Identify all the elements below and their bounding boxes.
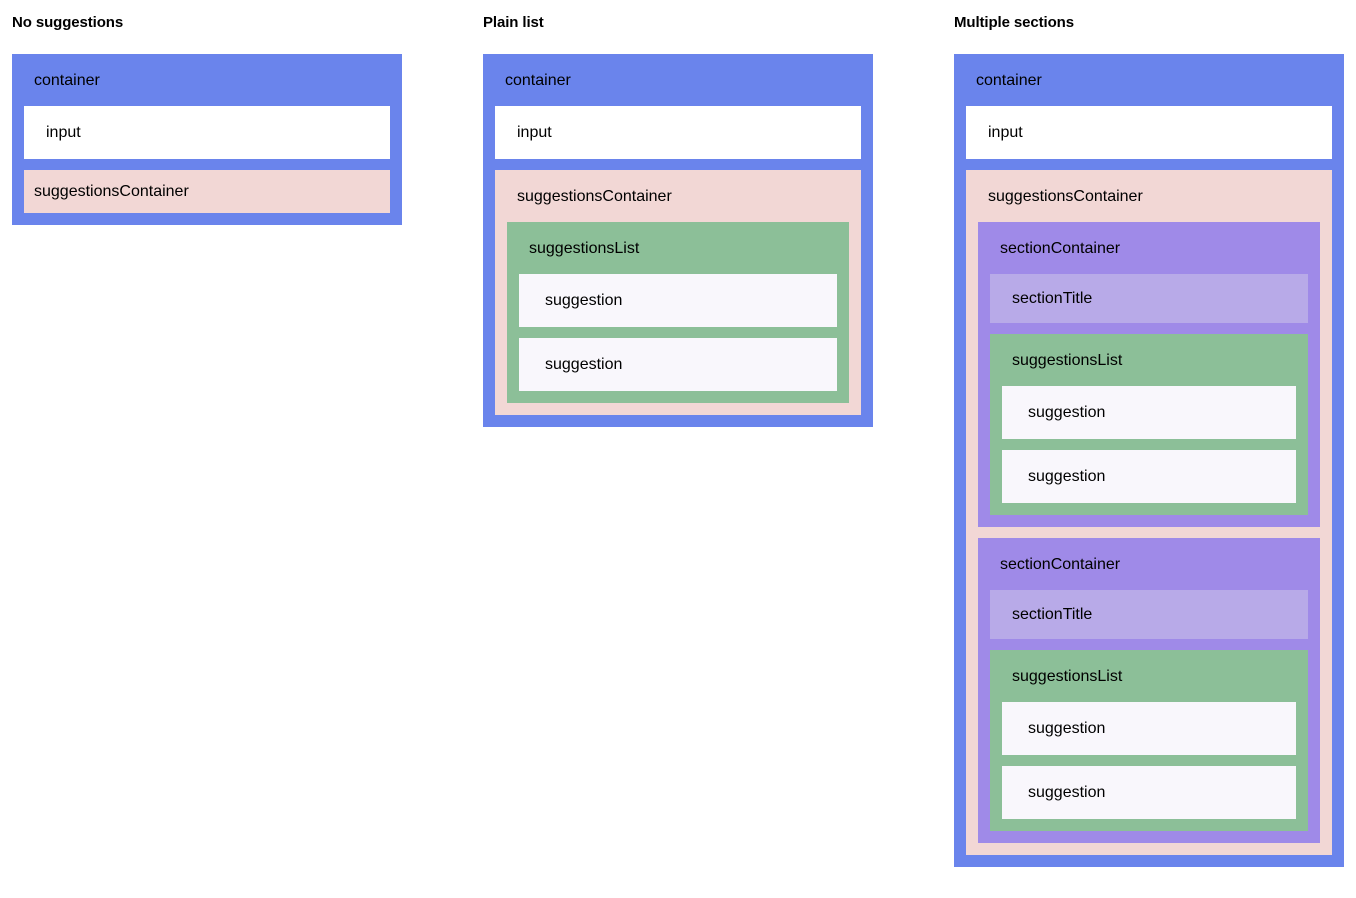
container-box: container input suggestionsContainer sug… [483,54,873,427]
column-no-suggestions: No suggestions container input suggestio… [12,14,402,225]
suggestion-item[interactable]: suggestion [1002,450,1296,503]
section-container-label: sectionContainer [1000,240,1121,257]
section-title: sectionTitle [990,274,1308,323]
container-box: container input suggestionsContainer [12,54,402,225]
container-box: container input suggestionsContainer sec… [954,54,1344,867]
column-multiple-sections: Multiple sections container input sugges… [954,14,1344,867]
container-label: container [976,72,1042,89]
suggestions-container-box: suggestionsContainer suggestionsList sug… [495,170,861,415]
container-label: container [34,72,100,89]
container-label: container [505,72,571,89]
input-field[interactable]: input [966,106,1332,159]
suggestions-container-label: suggestionsContainer [517,188,672,205]
suggestions-container-box: suggestionsContainer sectionContainer se… [966,170,1332,855]
column-title: Plain list [483,14,544,31]
input-field[interactable]: input [24,106,390,159]
column-title: No suggestions [12,14,124,31]
column-title: Multiple sections [954,14,1074,31]
section-container-box: sectionContainer sectionTitle suggestion… [978,222,1320,527]
section-container-box: sectionContainer sectionTitle suggestion… [978,538,1320,843]
suggestions-list-label: suggestionsList [529,240,640,257]
suggestions-list-label: suggestionsList [1012,668,1123,685]
suggestion-item[interactable]: suggestion [519,274,837,327]
column-plain-list: Plain list container input suggestionsCo… [483,14,873,427]
suggestions-list-box: suggestionsList suggestion suggestion [507,222,849,403]
section-title: sectionTitle [990,590,1308,639]
suggestions-list-label: suggestionsList [1012,352,1123,369]
columns-row: No suggestions container input suggestio… [12,14,1344,867]
suggestions-list-box: suggestionsList suggestion suggestion [990,334,1308,515]
suggestion-item[interactable]: suggestion [519,338,837,391]
suggestions-container-box: suggestionsContainer [24,170,390,213]
suggestion-item[interactable]: suggestion [1002,386,1296,439]
input-field[interactable]: input [495,106,861,159]
suggestions-list-box: suggestionsList suggestion suggestion [990,650,1308,831]
section-container-label: sectionContainer [1000,556,1121,573]
suggestion-item[interactable]: suggestion [1002,766,1296,819]
suggestion-item[interactable]: suggestion [1002,702,1296,755]
suggestions-container-label: suggestionsContainer [988,188,1143,205]
